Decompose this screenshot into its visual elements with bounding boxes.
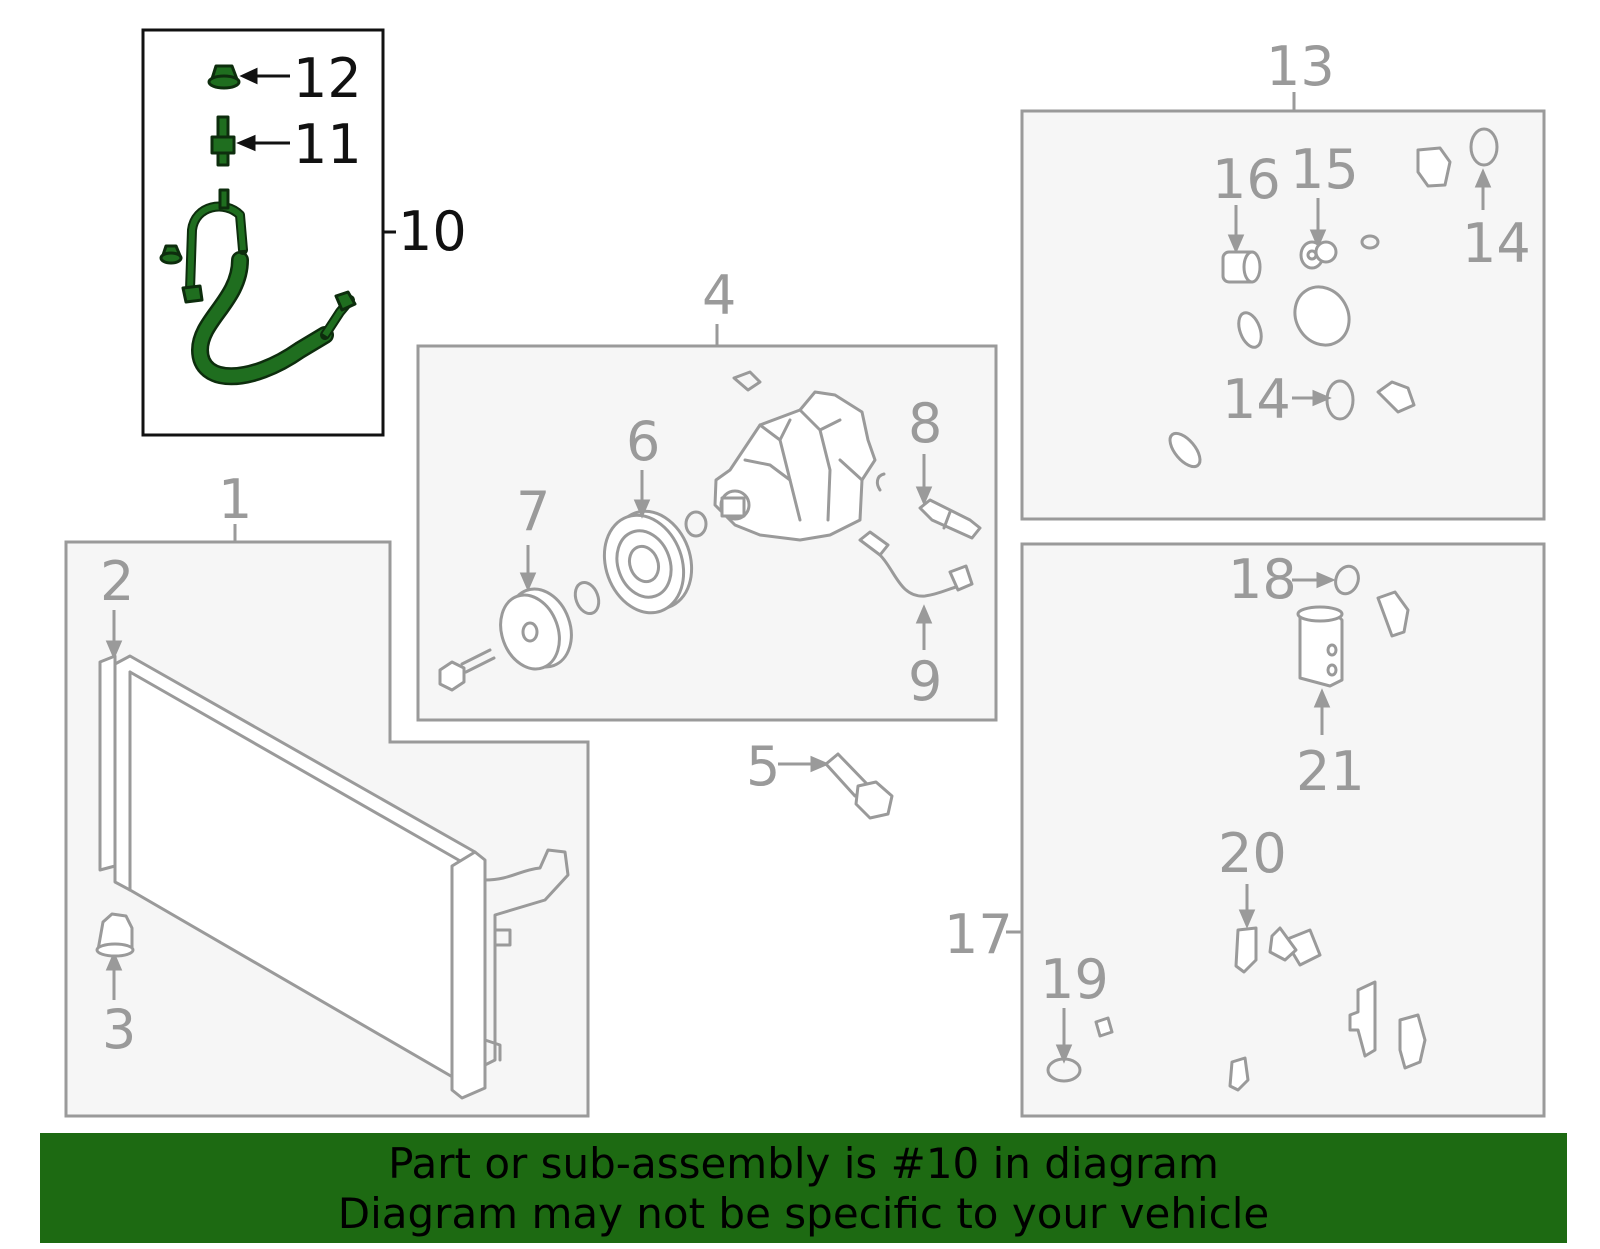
arrowhead-14-bottom — [1312, 389, 1332, 407]
part-10-hose — [159, 188, 357, 386]
arrowhead-12 — [239, 67, 258, 85]
group-compressor: 4 7 6 — [416, 264, 998, 722]
callout-15: 15 — [1290, 138, 1359, 201]
group-17: 17 18 21 20 — [944, 542, 1546, 1118]
part-8-switch — [918, 498, 982, 540]
arrowhead-5 — [810, 755, 830, 773]
callout-18: 18 — [1228, 548, 1297, 611]
part-15-valve — [1299, 240, 1338, 270]
arrowhead-19 — [1055, 1044, 1073, 1064]
callout-9: 9 — [908, 650, 942, 713]
group-bolt-5: 5 — [746, 735, 894, 820]
arrowhead-6 — [633, 499, 651, 519]
part-14-oring-top — [1469, 127, 1499, 167]
callout-3: 3 — [102, 998, 136, 1061]
part-9-harness — [858, 530, 974, 598]
callout-7: 7 — [516, 480, 550, 543]
part-1-condenser — [98, 654, 570, 1100]
banner-line-2: Diagram may not be specific to your vehi… — [337, 1189, 1270, 1238]
arrowhead-14-top — [1474, 168, 1492, 188]
arrowhead-21 — [1313, 688, 1331, 708]
callout-13: 13 — [1266, 35, 1335, 98]
part-14-oring-bottom — [1325, 379, 1355, 421]
arrowhead-15 — [1309, 229, 1327, 249]
info-banner: Part or sub-assembly is #10 in diagram D… — [40, 1133, 1567, 1243]
callout-21: 21 — [1296, 740, 1365, 803]
arrowhead-3 — [105, 951, 123, 971]
callout-2: 2 — [100, 550, 134, 613]
callout-1: 1 — [218, 468, 252, 531]
arrowhead-2 — [105, 640, 123, 660]
part-7-hub — [499, 587, 573, 671]
part-compressor — [713, 370, 886, 542]
arrowhead-20 — [1238, 909, 1256, 929]
part-5-head — [854, 780, 894, 820]
part-6-pulley — [602, 509, 694, 615]
callout-8: 8 — [908, 392, 942, 455]
box-13 — [1020, 109, 1546, 521]
callout-20: 20 — [1218, 822, 1287, 885]
part-bolt — [438, 648, 496, 692]
part-19-oring — [1046, 1057, 1082, 1083]
callout-14-bottom: 14 — [1222, 368, 1291, 431]
arrowhead-16 — [1227, 234, 1245, 254]
arrowhead-8 — [915, 486, 933, 506]
callout-16: 16 — [1212, 148, 1281, 211]
part-12-nut — [207, 64, 241, 90]
arrowhead-18 — [1316, 571, 1336, 589]
part-3-bushing — [95, 912, 135, 958]
callout-5: 5 — [746, 735, 780, 798]
part-brackets — [1228, 980, 1427, 1092]
part-20-sensor — [1234, 926, 1258, 974]
callout-17: 17 — [944, 903, 1013, 966]
part-17-line — [1094, 590, 1518, 1051]
arrowhead-9 — [915, 604, 933, 624]
group-condenser: 1 2 3 — [64, 468, 590, 1118]
group-13: 13 16 15 14 — [1020, 35, 1546, 521]
part-21-expansion-valve — [1296, 605, 1344, 688]
part-snap-ring — [573, 581, 601, 615]
arrowhead-7 — [519, 572, 537, 592]
callout-12: 12 — [293, 47, 362, 110]
part-18-oring — [1334, 564, 1360, 596]
arrowhead-11 — [236, 134, 256, 152]
part-16-cap — [1221, 250, 1262, 284]
callout-14-top: 14 — [1462, 212, 1531, 275]
banner-line-1: Part or sub-assembly is #10 in diagram — [388, 1139, 1219, 1188]
part-shim — [684, 510, 708, 538]
highlight-group-10: 12 11 10 — [141, 28, 467, 437]
callout-4: 4 — [702, 264, 736, 327]
callout-6: 6 — [626, 410, 660, 473]
callout-11: 11 — [293, 113, 362, 176]
part-11-sensor — [210, 115, 236, 167]
part-13-hose — [1061, 146, 1452, 492]
callout-19: 19 — [1040, 948, 1109, 1011]
callout-10: 10 — [398, 200, 467, 263]
